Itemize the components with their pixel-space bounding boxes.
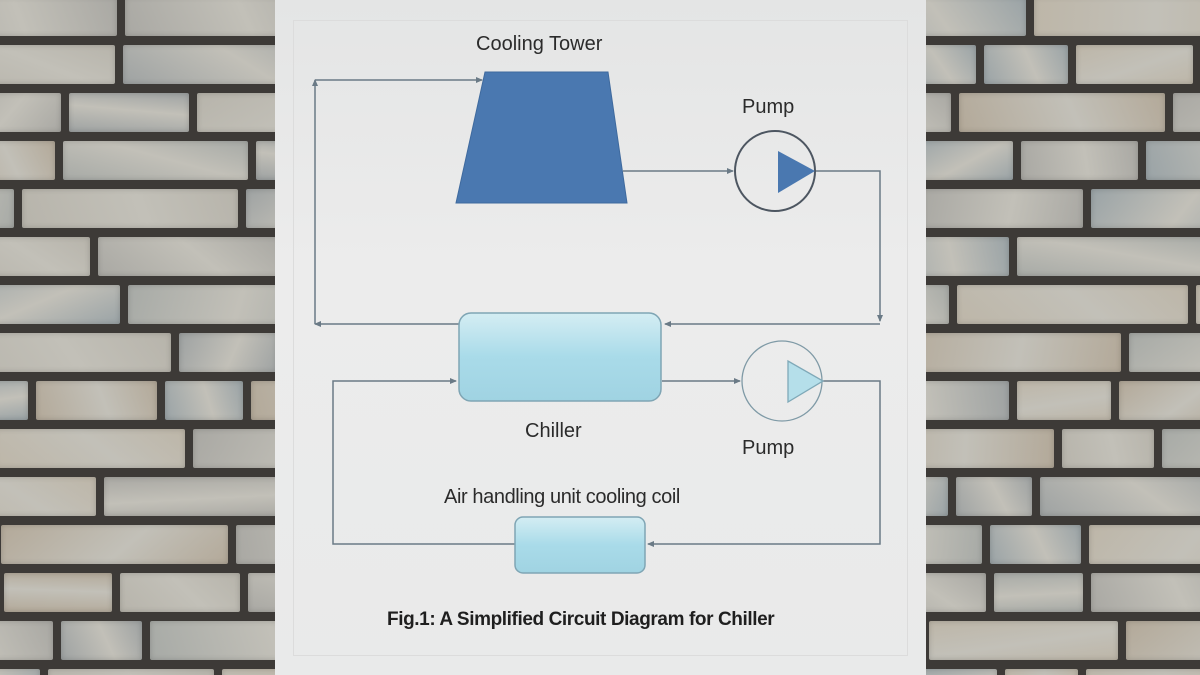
ahu-coil-label: Air handling unit cooling coil (444, 486, 680, 508)
stone-brick (926, 189, 1083, 228)
stone-brick (926, 141, 1013, 180)
slide-panel: Cooling Tower Pump Chiller Pump Air hand… (275, 0, 926, 675)
stone-brick (246, 189, 275, 228)
stone-brick (1086, 669, 1200, 675)
stone-brick (1119, 381, 1200, 420)
stone-brick (994, 573, 1083, 612)
stone-brick (48, 669, 214, 675)
circuit-diagram (312, 71, 883, 574)
stone-brick (1005, 669, 1078, 675)
stone-brick (926, 285, 949, 324)
stone-brick (1173, 93, 1200, 132)
cooling-tower-label: Cooling Tower (476, 33, 603, 55)
brick-wall-right (926, 0, 1200, 675)
stone-brick (236, 525, 275, 564)
stone-brick (123, 45, 275, 84)
stone-brick (1091, 573, 1200, 612)
stone-brick (984, 45, 1068, 84)
pump-top-icon (734, 130, 816, 212)
stone-brick (926, 237, 1009, 276)
stone-brick (251, 381, 275, 420)
stone-brick (1126, 621, 1200, 660)
stone-brick (926, 93, 951, 132)
stone-brick (1021, 141, 1138, 180)
stone-brick (69, 93, 189, 132)
condenser-loop-lines (312, 77, 883, 327)
stone-brick (0, 0, 117, 36)
stone-brick (0, 237, 90, 276)
stone-brick (1034, 0, 1200, 36)
stone-brick (959, 93, 1165, 132)
stone-brick (22, 189, 238, 228)
stone-brick (929, 621, 1118, 660)
stone-brick (197, 93, 275, 132)
stone-brick (0, 45, 115, 84)
slide-frame (293, 20, 908, 656)
stone-brick (0, 621, 53, 660)
stone-brick (1146, 141, 1200, 180)
stone-brick (957, 285, 1188, 324)
pump-top-label: Pump (742, 96, 795, 118)
chiller-label: Chiller (525, 420, 582, 442)
stone-brick (0, 285, 120, 324)
stone-brick (990, 525, 1081, 564)
stone-brick (0, 189, 14, 228)
stone-brick (193, 429, 275, 468)
stone-brick (120, 573, 240, 612)
stone-brick (926, 45, 976, 84)
figure-caption: Fig.1: A Simplified Circuit Diagram for … (387, 609, 775, 630)
stone-brick (36, 381, 157, 420)
stone-brick (1129, 333, 1200, 372)
stone-brick (63, 141, 248, 180)
ahu-coil-shape (514, 516, 646, 574)
stone-brick (926, 333, 1121, 372)
stone-brick (0, 333, 171, 372)
stone-brick (1, 525, 228, 564)
stone-brick (0, 429, 185, 468)
stone-brick (1091, 189, 1200, 228)
stone-brick (1040, 477, 1200, 516)
stone-brick (1089, 525, 1200, 564)
stone-brick (0, 381, 28, 420)
stone-brick (256, 141, 275, 180)
chiller-shape (458, 312, 662, 402)
stone-brick (1076, 45, 1193, 84)
stone-brick (1062, 429, 1154, 468)
stone-brick (4, 573, 112, 612)
stone-brick (926, 429, 1054, 468)
stone-brick (0, 141, 55, 180)
cooling-tower-shape (455, 71, 628, 204)
stone-brick (0, 477, 96, 516)
stone-brick (0, 669, 40, 675)
stone-brick (926, 573, 986, 612)
stone-brick (125, 0, 275, 36)
stone-brick (926, 669, 997, 675)
stone-brick (128, 285, 275, 324)
stone-brick (956, 477, 1032, 516)
pump-bottom-label: Pump (742, 437, 795, 459)
stone-brick (926, 477, 948, 516)
stone-brick (926, 0, 1026, 36)
stone-brick (1017, 237, 1200, 276)
stone-brick (98, 237, 275, 276)
stone-brick (150, 621, 275, 660)
stone-brick (61, 621, 142, 660)
stone-brick (0, 93, 61, 132)
stone-brick (1162, 429, 1200, 468)
stone-brick (222, 669, 275, 675)
stone-brick (248, 573, 275, 612)
stone-brick (179, 333, 275, 372)
chilled-water-loop-lines (332, 378, 881, 547)
stone-brick (1196, 285, 1200, 324)
stone-brick (1017, 381, 1111, 420)
stone-brick (165, 381, 243, 420)
stone-brick (926, 381, 1009, 420)
stone-brick (104, 477, 275, 516)
brick-wall-left (0, 0, 275, 675)
stone-brick (926, 525, 982, 564)
pump-bottom-icon (741, 340, 825, 422)
